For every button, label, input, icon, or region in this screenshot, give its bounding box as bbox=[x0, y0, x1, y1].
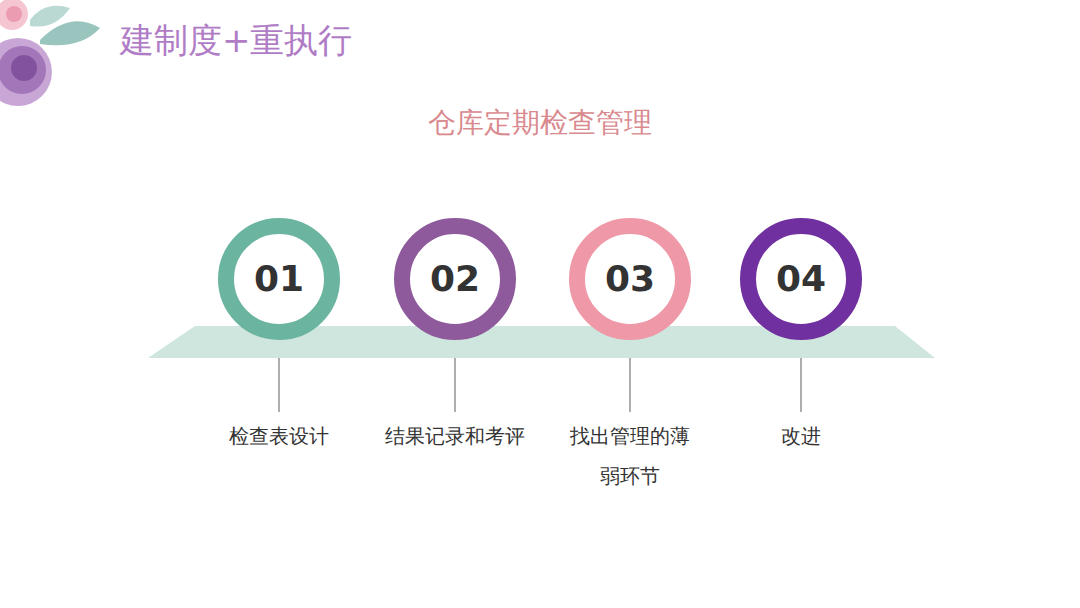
step-number: 02 bbox=[394, 218, 516, 340]
step-circle: 02结果记录和考评 bbox=[394, 218, 516, 340]
step-label: 找出管理的薄弱环节 bbox=[565, 416, 695, 496]
step-circle: 01检查表设计 bbox=[218, 218, 340, 340]
step-label: 结果记录和考评 bbox=[370, 416, 540, 456]
page-title: 建制度+重执行 bbox=[120, 18, 353, 64]
step-number: 04 bbox=[740, 218, 862, 340]
leader-lines bbox=[279, 358, 801, 412]
subtitle: 仓库定期检查管理 bbox=[0, 104, 1080, 142]
step-circle: 03找出管理的薄弱环节 bbox=[569, 218, 691, 340]
step-label: 检查表设计 bbox=[194, 416, 364, 456]
step-number: 01 bbox=[218, 218, 340, 340]
step-number: 03 bbox=[569, 218, 691, 340]
flower-illustration bbox=[0, 0, 100, 106]
step-circle: 04改进 bbox=[740, 218, 862, 340]
step-label: 改进 bbox=[716, 416, 886, 456]
